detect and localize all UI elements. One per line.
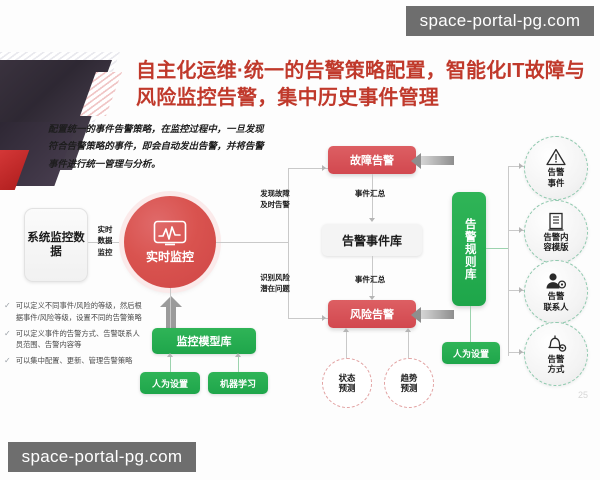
connector-manual-to-rule xyxy=(470,306,471,342)
connector-monitor-trunk xyxy=(216,242,288,243)
check-icon: ✓ xyxy=(4,301,11,310)
list-item-label: 可以定义不同事件/风险的等级，然后根据事件/风险等级，设置不同的告警策略 xyxy=(15,301,142,322)
source-data-box: 系统监控数据 xyxy=(24,208,88,282)
page-title: 自主化运维·统一的告警策略配置，智能化IT故障与风险监控告警，集中历史事件管理 xyxy=(136,60,586,109)
warning-triangle-icon xyxy=(546,148,566,166)
arrow-rule-to-fault xyxy=(411,152,454,169)
bullet-list: ✓ 可以定义不同事件/风险的等级，然后根据事件/风险等级，设置不同的告警策略 ✓… xyxy=(4,300,144,371)
alarm-setting-label: 告警内容模版 xyxy=(543,231,569,252)
connector-settings-3 xyxy=(508,290,524,291)
arrowhead-icon xyxy=(369,296,375,300)
connector-trend-prediction xyxy=(408,330,409,358)
connector-settings-4 xyxy=(508,352,524,353)
bell-gear-icon xyxy=(545,334,567,353)
risk-alarm-label: 风险告警 xyxy=(350,309,394,321)
list-item: ✓ 可以集中配置、更新、管理告警策略 xyxy=(4,355,144,367)
arrowhead-icon xyxy=(120,239,124,245)
rule-input-label: 人为设置 xyxy=(452,348,489,359)
model-input-label: 人为设置 xyxy=(151,378,188,389)
arrowhead-icon xyxy=(235,353,241,357)
connector-model-to-monitor xyxy=(170,288,171,328)
check-icon: ✓ xyxy=(4,356,11,366)
prediction-label: 状态预测 xyxy=(338,372,356,394)
intro-paragraph: 配置统一的事件告警策略，在监控过程中，一旦发现符合告警策略的事件，即会自动发出告… xyxy=(48,123,264,169)
connector-branch-spine xyxy=(288,168,289,318)
connector-source-to-monitor xyxy=(88,242,124,243)
connector-rule-to-settings xyxy=(486,248,508,249)
source-link-label: 实时数据监控 xyxy=(97,225,113,257)
watermark-top: space-portal-pg.com xyxy=(406,6,594,36)
connector-ml-to-model xyxy=(238,356,239,372)
model-input-label: 机器学习 xyxy=(219,378,256,389)
rule-library-box: 告警规则库 xyxy=(452,192,486,306)
alarm-setting-label: 告警事件 xyxy=(547,167,565,188)
alarm-setting-label: 告警联系人 xyxy=(543,291,569,312)
rule-input-box: 人为设置 xyxy=(442,342,500,364)
arrowhead-icon xyxy=(322,165,326,171)
alarm-setting-template: 告警内容模版 xyxy=(524,200,588,264)
connector-to-fault xyxy=(288,168,328,169)
connector-to-risk xyxy=(288,318,328,319)
page-number: 25 xyxy=(577,390,588,400)
branch-label-bottom: 识别风险潜在问题 xyxy=(260,273,290,294)
alarm-setting-event: 告警事件 xyxy=(524,136,588,200)
fault-alarm-box: 故障告警 xyxy=(328,146,416,174)
arrow-rule-to-risk xyxy=(411,306,454,323)
model-input-ml: 机器学习 xyxy=(208,372,268,394)
prediction-label: 趋势预测 xyxy=(400,372,418,394)
monitor-chart-icon xyxy=(153,220,187,246)
prediction-trend-node: 趋势预测 xyxy=(384,358,434,408)
watermark-bottom: space-portal-pg.com xyxy=(8,442,196,472)
source-data-label: 系统监控数据 xyxy=(27,231,85,258)
summary-label-bottom: 事件汇总 xyxy=(354,275,386,284)
connector-settings-1 xyxy=(508,166,524,167)
arrowhead-icon xyxy=(343,328,349,332)
summary-label-top: 事件汇总 xyxy=(354,189,386,198)
alarm-setting-method: 告警方式 xyxy=(524,322,588,386)
connector-library-to-risk xyxy=(372,256,373,298)
arrowhead-icon xyxy=(519,163,523,169)
list-item-label: 可以定义事件的告警方式、告警联系人员范围、告警内容等 xyxy=(15,328,140,350)
model-input-manual: 人为设置 xyxy=(140,372,200,394)
branch-label-top: 发现故障及时告警 xyxy=(260,189,290,210)
check-icon: ✓ xyxy=(4,328,11,338)
model-library-box: 监控模型库 xyxy=(152,328,256,354)
connector-state-prediction xyxy=(346,330,347,358)
arrowhead-icon xyxy=(519,227,523,233)
connector-settings-spine xyxy=(508,166,509,356)
list-item: ✓ 可以定义不同事件/风险的等级，然后根据事件/风险等级，设置不同的告警策略 xyxy=(4,300,144,324)
event-library-box: 告警事件库 xyxy=(322,224,422,256)
arrowhead-icon xyxy=(369,218,375,222)
alarm-setting-label: 告警方式 xyxy=(547,353,565,374)
list-item: ✓ 可以定义事件的告警方式、告警联系人员范围、告警内容等 xyxy=(4,328,144,352)
model-library-label: 监控模型库 xyxy=(176,336,232,348)
arrowhead-icon xyxy=(322,315,326,321)
risk-alarm-box: 风险告警 xyxy=(328,300,416,328)
connector-fault-to-library xyxy=(372,174,373,220)
alarm-setting-contact: 告警联系人 xyxy=(524,260,588,324)
realtime-monitor-label: 实时监控 xyxy=(145,249,194,264)
arrowhead-icon xyxy=(519,287,523,293)
arrowhead-icon xyxy=(519,349,523,355)
fault-alarm-label: 故障告警 xyxy=(350,155,394,167)
connector-manual-to-model xyxy=(170,356,171,372)
event-library-label: 告警事件库 xyxy=(341,233,402,248)
document-icon xyxy=(547,212,565,231)
arrowhead-icon xyxy=(405,328,411,332)
arrowhead-icon xyxy=(167,353,173,357)
rule-library-label: 告警规则库 xyxy=(463,217,476,281)
realtime-monitor-node: 实时监控 xyxy=(124,196,216,288)
connector-settings-2 xyxy=(508,230,524,231)
list-item-label: 可以集中配置、更新、管理告警策略 xyxy=(15,356,133,366)
user-gear-icon xyxy=(545,272,567,290)
prediction-state-node: 状态预测 xyxy=(322,358,372,408)
